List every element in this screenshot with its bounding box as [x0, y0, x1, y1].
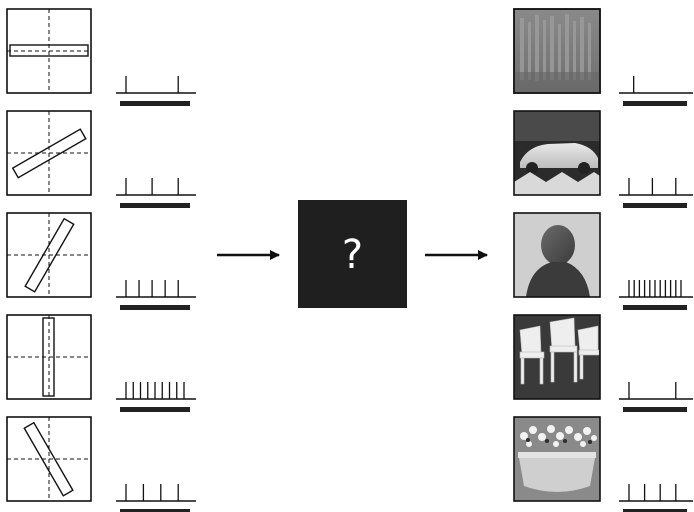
stimulus-duration-bar	[120, 203, 190, 208]
stimulus-duration-bar	[623, 407, 687, 412]
stimulus-duration-bar	[120, 101, 190, 106]
spike-train-horizontal-bar	[116, 76, 196, 106]
spike-train-image-car	[619, 178, 693, 208]
spike-train-image-flower-pot	[619, 484, 693, 512]
stimulus-duration-bar	[623, 203, 687, 208]
spike-train-image-cityscape	[619, 76, 693, 106]
stimulus-duration-bar	[623, 305, 687, 310]
spike-train-tilted-bar-minus-60deg	[116, 484, 196, 512]
stimulus-tilted-bar-minus-60deg	[6, 416, 92, 502]
image-flower-pot	[513, 416, 601, 502]
image-cityscape	[513, 8, 601, 94]
image-car	[513, 110, 601, 196]
stimulus-duration-bar	[623, 101, 687, 106]
image-statue-head	[513, 212, 601, 298]
spike-train-tilted-bar-30deg	[116, 178, 196, 208]
spike-train-image-chairs	[619, 382, 693, 412]
spike-train-tilted-bar-60deg	[116, 280, 196, 310]
unknown-system-label: ?	[342, 232, 363, 278]
image-chairs	[513, 314, 601, 400]
stimulus-duration-bar	[120, 305, 190, 310]
stimulus-tilted-bar-60deg	[6, 212, 92, 298]
spike-train-vertical-bar	[116, 382, 196, 412]
unknown-system-box: ?	[298, 200, 407, 308]
stimulus-duration-bar	[120, 407, 190, 412]
stimulus-vertical-bar	[6, 314, 92, 400]
spike-train-image-statue-head	[619, 280, 693, 310]
input-spike-trains	[116, 76, 196, 512]
output-spike-trains	[619, 76, 693, 512]
stimulus-duration-bar	[623, 509, 687, 512]
stimulus-tilted-bar-30deg	[6, 110, 92, 196]
natural-images-column	[513, 8, 601, 502]
input-stimuli-column	[6, 8, 92, 502]
stimulus-duration-bar	[120, 509, 190, 512]
stimulus-horizontal-bar	[6, 8, 92, 94]
